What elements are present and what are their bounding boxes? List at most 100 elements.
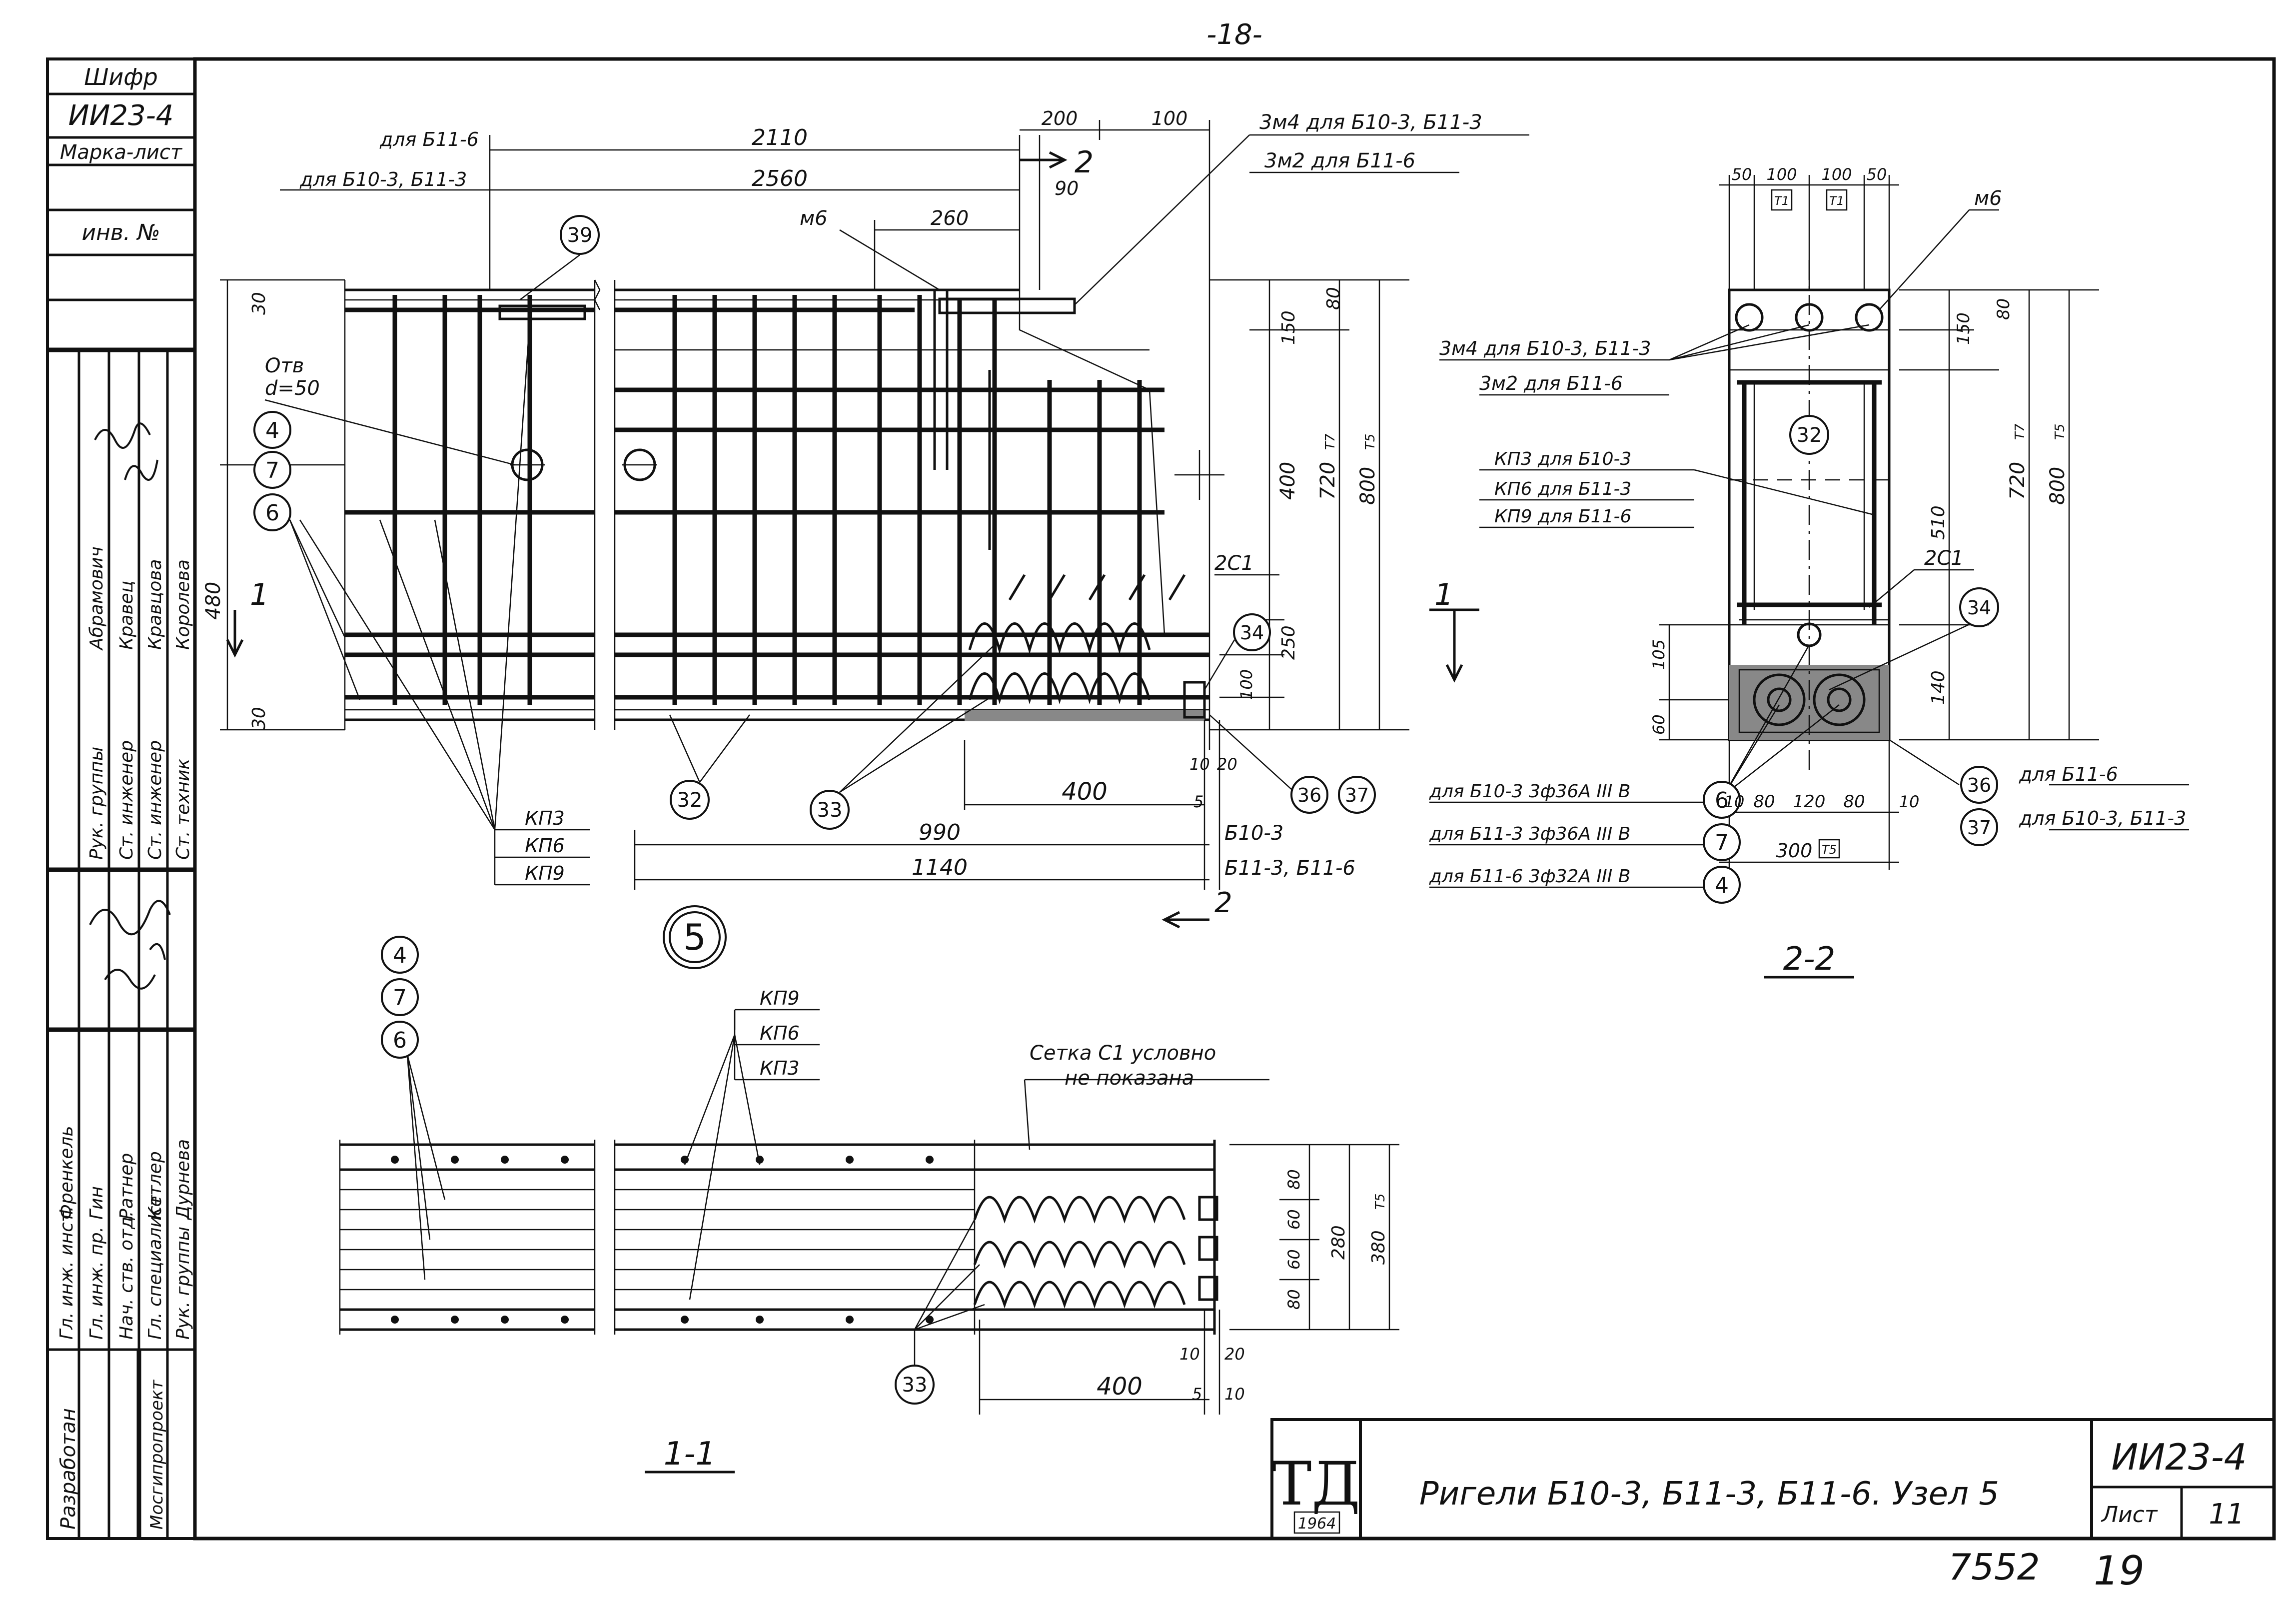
dim-20-elev: 20 [1217, 755, 1237, 774]
callout-6-11: 6 [393, 1028, 407, 1053]
role-st-inzh-2: Ст. инженер [145, 740, 165, 860]
frame-kp6-11: КП6 [760, 1022, 800, 1044]
node-5-label: 5 [683, 916, 706, 958]
dim-100b-22: 100 [1821, 165, 1852, 184]
note-37-22: для Б10-3, Б11-3 [2019, 807, 2186, 829]
section-2-bottom: 2 [1214, 887, 1232, 919]
frame-kp9-elev: КП9 [525, 862, 565, 884]
dim-t5-11: Т5 [1373, 1194, 1388, 1210]
role-nach-otd: Нач. ств. отд. [116, 1211, 137, 1340]
mark-t1b-22: Т1 [1829, 194, 1844, 208]
frame-kp3-elev: КП3 [525, 807, 565, 829]
dim-100a-22: 100 [1766, 165, 1797, 184]
beam-b10-3: Б10-3 [1224, 822, 1283, 845]
section-2-2-view [1728, 260, 1891, 775]
note-2c1-elev: 2С1 [1214, 552, 1254, 575]
dim-label-b11-6: для Б11-6 [379, 128, 479, 150]
bar-note-6-callout: 6 [1715, 788, 1729, 813]
sheet-mark-label: Марка-лист [60, 141, 183, 164]
callout-37-elev: 37 [1345, 784, 1369, 806]
dim-380-11: 380 [1368, 1230, 1389, 1265]
section-2-bottom-arrow [1161, 911, 1209, 929]
callout-7-elev: 7 [265, 458, 279, 483]
elevation-dims-left [220, 279, 345, 731]
elevation-view [344, 279, 1224, 730]
left-title-strip [46, 57, 196, 1540]
elevation-dims-top [280, 120, 1210, 750]
callout-37-22: 37 [1967, 817, 1991, 839]
dim-60b-11: 60 [1284, 1249, 1303, 1270]
note-zm4-22: 3м4 для Б10-3, Б11-3 [1439, 337, 1651, 359]
main-title-block [1270, 1418, 2276, 1540]
dim-140-22: 140 [1928, 670, 1949, 705]
inventory-label: инв. № [81, 220, 160, 245]
frame-kp6-elev: КП6 [525, 835, 565, 857]
note-hole-d: d=50 [265, 377, 320, 400]
note-zm2-22: 3м2 для Б11-6 [1479, 372, 1623, 394]
dim-120-22: 120 [1793, 792, 1826, 812]
bar-note-7-callout: 7 [1715, 830, 1729, 856]
section-2-2-dims [1429, 175, 2189, 888]
sheet-number: 11 [2209, 1498, 2244, 1531]
dim-200: 200 [1042, 107, 1078, 129]
dim-t5-elev: Т5 [1363, 434, 1378, 450]
dim-t5-bottom-22: Т5 [1822, 843, 1837, 857]
name-durneva: Дурнева [173, 1139, 193, 1221]
callout-34-22: 34 [1967, 597, 1991, 619]
dim-10-elev: 10 [1189, 755, 1210, 774]
dim-105-22: 105 [1649, 639, 1668, 670]
section-1-arrow-22 [1429, 608, 1479, 683]
cipher-label: Шифр [84, 63, 158, 90]
note-zm4: 3м4 для Б10-3, Б11-3 [1259, 111, 1482, 134]
callout-36-elev: 36 [1297, 784, 1321, 806]
logo-year: 1964 [1298, 1515, 1336, 1533]
dim-50b-22: 50 [1867, 165, 1887, 184]
bar-note-7: для Б11-3 3ф36А III В [1429, 824, 1630, 844]
sheet-label: Лист [2101, 1502, 2158, 1528]
role-gl-inzh-pr: Гл. инж. пр. [86, 1227, 107, 1340]
note-2c1-22: 2С1 [1924, 547, 1964, 570]
frame-kp3-11: КП3 [760, 1057, 800, 1079]
role-gl-spec: Гл. специалист [145, 1195, 165, 1340]
dim-80-22: 80 [1994, 298, 2014, 320]
dim-150-22: 150 [1954, 312, 1974, 345]
callout-4-elev: 4 [265, 418, 279, 443]
dim-720-elev: 720 [1316, 462, 1339, 500]
dim-label-b10-b11: для Б10-3, Б11-3 [299, 168, 467, 190]
dim-480-elev: 480 [202, 582, 225, 620]
dim-10b-22: 10 [1899, 792, 1920, 811]
dim-10-11: 10 [1179, 1345, 1200, 1364]
name-kravets: Кравец [116, 581, 137, 650]
note-kp9-22: КП9 для Б11-6 [1494, 506, 1631, 527]
dim-280-11: 280 [1328, 1225, 1349, 1260]
elevation-dims-right [1209, 279, 1409, 731]
section-2-top: 2 [1075, 145, 1094, 180]
role-st-inzh-1: Ст. инженер [116, 740, 137, 860]
logo: ТД [1271, 1450, 1360, 1519]
role-ruk-gruppy-2: Рук. группы [86, 747, 107, 860]
developed-label: Разработан [57, 1408, 80, 1530]
note-zm2: 3м2 для Б11-6 [1264, 149, 1415, 172]
note-m6: м6 [800, 207, 828, 230]
callout-32-elev: 32 [677, 789, 703, 812]
dim-t7-22: Т7 [2013, 423, 2028, 440]
name-ratner: Ратнер [116, 1153, 137, 1220]
dim-5-elev: 5 [1193, 792, 1203, 811]
callout-39: 39 [567, 224, 593, 247]
note-mesh-line2: не показана [1065, 1067, 1194, 1090]
callout-36-22: 36 [1967, 774, 1991, 796]
dim-t7-elev: Т7 [1323, 433, 1338, 450]
role-gl-inzh-inst: Гл. инж. инст. [56, 1206, 77, 1340]
mark-t1a-22: Т1 [1774, 194, 1789, 208]
name-koroleva: Королева [173, 559, 193, 650]
signature-marks [89, 422, 171, 990]
cipher-value: ИИ23-4 [68, 99, 174, 132]
name-gin: Гин [86, 1186, 107, 1220]
bar-note-6: для Б10-3 3ф36А III В [1429, 781, 1630, 802]
name-ketler: Кетлер [145, 1151, 165, 1220]
dim-60-22: 60 [1649, 714, 1668, 735]
callout-33-11: 33 [902, 1374, 928, 1397]
section-1-mark-elev: 1 [250, 577, 269, 612]
dim-720-22: 720 [2006, 462, 2029, 500]
